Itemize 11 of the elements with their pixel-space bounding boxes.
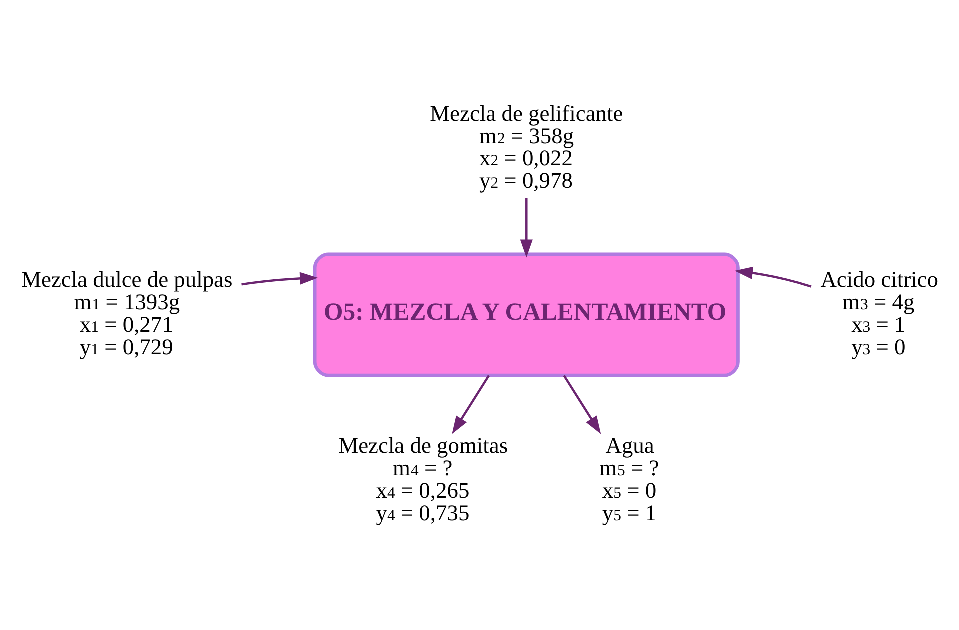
arrow xyxy=(452,375,490,434)
node-box: O5: MEZCLA Y CALENTAMIENTO xyxy=(313,252,740,378)
node-text: Mezcla de gelificante m2 = 358g x2 = 0,022 y2 = 0,978 xyxy=(430,100,624,194)
arrow xyxy=(734,266,812,288)
arrow xyxy=(520,198,533,258)
arrow xyxy=(563,375,602,434)
node-text: Agua m5 = ? x5 = 0 y5 = 1 xyxy=(600,433,660,526)
node-text: Mezcla de gomitas m4 = ? x4 = 0,265 y4 = 0,735 xyxy=(338,433,508,526)
node-text: Acido citrico m3 = 4g x3 = 1 y3 = 0 xyxy=(820,266,938,360)
node-text: Mezcla dulce de pulpas m1 = 1393g x1 = 0,271 y1 = 0,729 xyxy=(22,266,233,360)
arrow xyxy=(242,272,318,286)
